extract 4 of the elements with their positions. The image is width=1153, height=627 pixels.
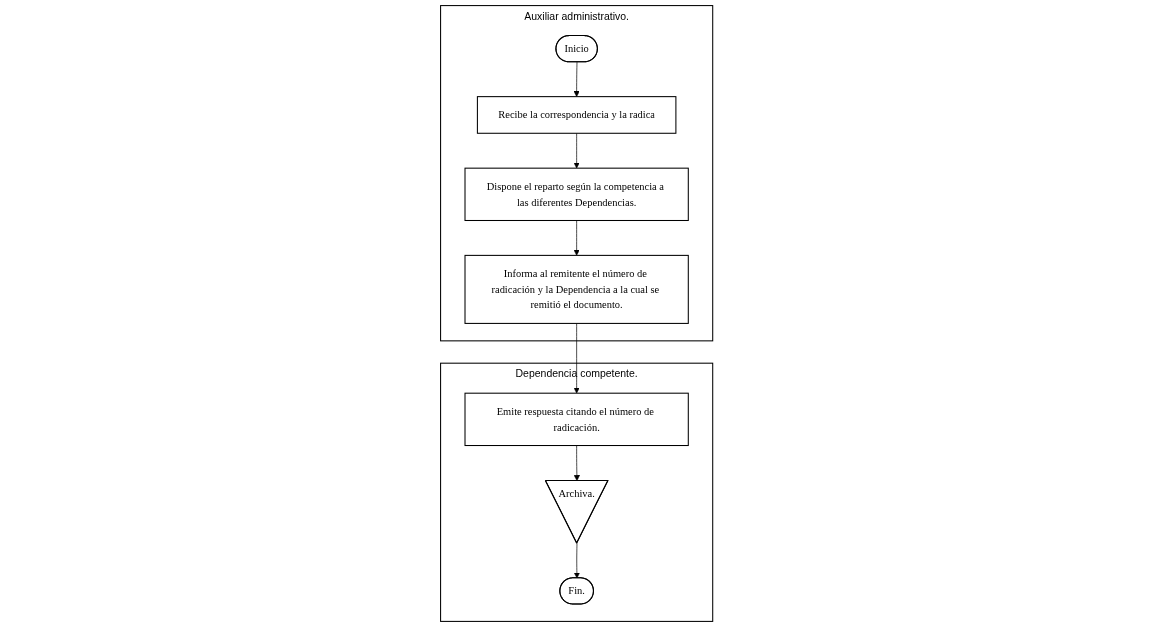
node-box: Emite respuesta citando el número de radicación. [464,392,689,447]
node-box: Dispone el reparto según la competencia a las diferentes Dependencias. [464,167,689,221]
node-box: Informa al remitente el número de radicación y la Dependencia a la cual se remitió el documento. [464,254,689,324]
node-box: Recibe la correspondencia y la radica [476,96,677,134]
